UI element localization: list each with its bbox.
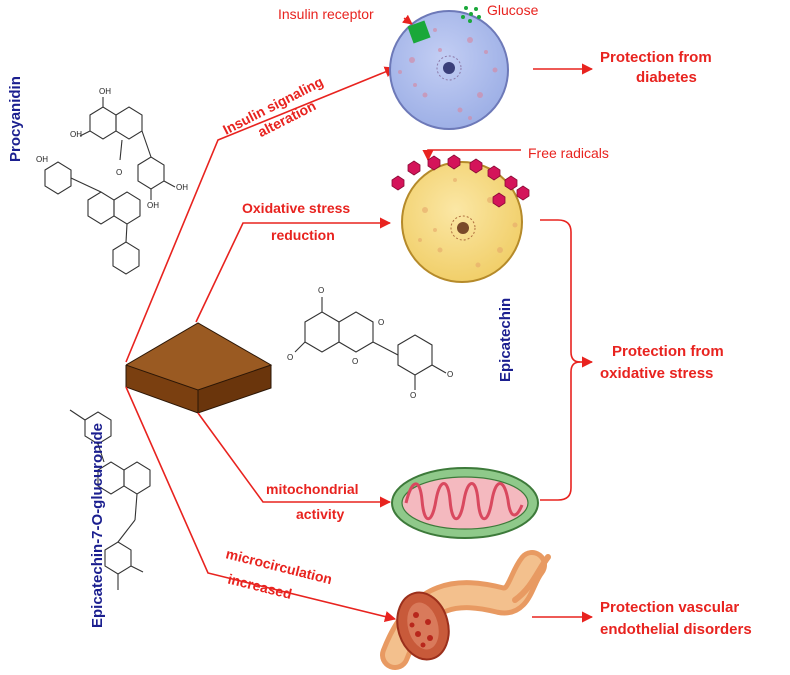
insulin-receptor-label: Insulin receptor	[278, 6, 374, 22]
glucose-label: Glucose	[487, 2, 539, 18]
atom-label: OH	[147, 201, 159, 210]
outcome-diabetes-line2: diabetes	[636, 69, 697, 86]
yellow-cell-icon	[401, 161, 523, 283]
mechanism-oxidative-line2: reduction	[271, 227, 335, 243]
procyanidin-structure	[44, 97, 176, 275]
epicatechin-structure	[294, 297, 447, 390]
bracket-oxidative	[540, 219, 581, 501]
mechanism-mito-line2: activity	[296, 506, 344, 522]
cocoa-block-icon	[125, 322, 273, 414]
outcome-diabetes-line1: Protection from	[600, 49, 712, 66]
insulin-receptor-icon	[407, 20, 431, 44]
mechanism-oxidative-line1: Oxidative stress	[242, 200, 350, 216]
atom-label: O	[352, 357, 358, 366]
blood-vessel-icon	[380, 550, 551, 670]
free-radical-icon	[391, 154, 530, 208]
compound-glucuronide: Epicatechin-7-O-glucuronide	[89, 423, 106, 628]
arrow-mito	[197, 412, 392, 508]
blue-cell-icon	[389, 10, 509, 130]
mechanism-mito-line1: mitochondrial	[266, 481, 359, 497]
arrow-oxidative	[195, 217, 392, 323]
atom-label: O	[447, 370, 453, 379]
atom-label: OH	[70, 130, 82, 139]
arrow-micro	[125, 386, 397, 623]
outcome-oxidative-line1: Protection from	[612, 343, 724, 360]
glucose-dots-icon	[461, 6, 481, 23]
arrow-insulin	[125, 66, 397, 363]
outcome-vascular-line2: endothelial disorders	[600, 621, 752, 638]
compound-procyanidin: Procyanidin	[7, 76, 24, 162]
mitochondrion-icon	[391, 467, 539, 539]
atom-label: OH	[99, 87, 111, 96]
outcome-oxidative-line2: oxidative stress	[600, 365, 713, 382]
compound-epicatechin: Epicatechin	[497, 298, 514, 382]
free-radicals-label: Free radicals	[528, 145, 609, 161]
atom-label: OH	[36, 155, 48, 164]
connector-lines	[125, 63, 594, 623]
receptor-pointer	[402, 14, 413, 25]
glucuronide-structure	[69, 409, 151, 590]
atom-label: O	[287, 353, 293, 362]
free-radicals-pointer	[422, 149, 521, 162]
outcome-vascular-line1: Protection vascular	[600, 599, 739, 616]
atom-label: O	[116, 168, 122, 177]
atom-label: O	[410, 391, 416, 400]
atom-label: O	[318, 286, 324, 295]
atom-label: OH	[176, 183, 188, 192]
atom-label: O	[378, 318, 384, 327]
